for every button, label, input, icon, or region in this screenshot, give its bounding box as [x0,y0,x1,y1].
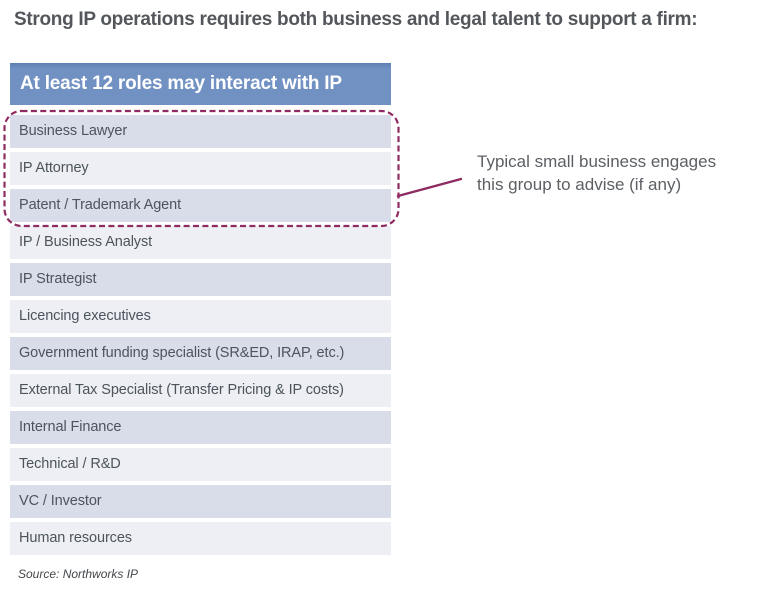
callout-annotation: Typical small business engages this grou… [477,150,716,196]
callout-connector-line [396,177,463,198]
table-row: Internal Finance [10,411,391,444]
table-row: Business Lawyer [10,115,391,148]
source-note: Source: Northworks IP [18,567,139,581]
table-row: VC / Investor [10,485,391,518]
table-row: IP Strategist [10,263,391,296]
callout-annotation-line1: Typical small business engages [477,152,717,171]
table-row: Government funding specialist (SR&ED, IR… [10,337,391,370]
callout-annotation-line2: this group to advise (if any) [477,175,682,194]
table-row: IP Attorney [10,152,391,185]
table-row: External Tax Specialist (Transfer Pricin… [10,374,391,407]
table-row: IP / Business Analyst [10,226,391,259]
page-title: Strong IP operations requires both busin… [14,9,698,30]
table-row: Patent / Trademark Agent [10,189,391,222]
table-row: Human resources [10,522,391,555]
roles-table-header: At least 12 roles may interact with IP [10,63,391,105]
table-row: Licencing executives [10,300,391,333]
table-row: Technical / R&D [10,448,391,481]
